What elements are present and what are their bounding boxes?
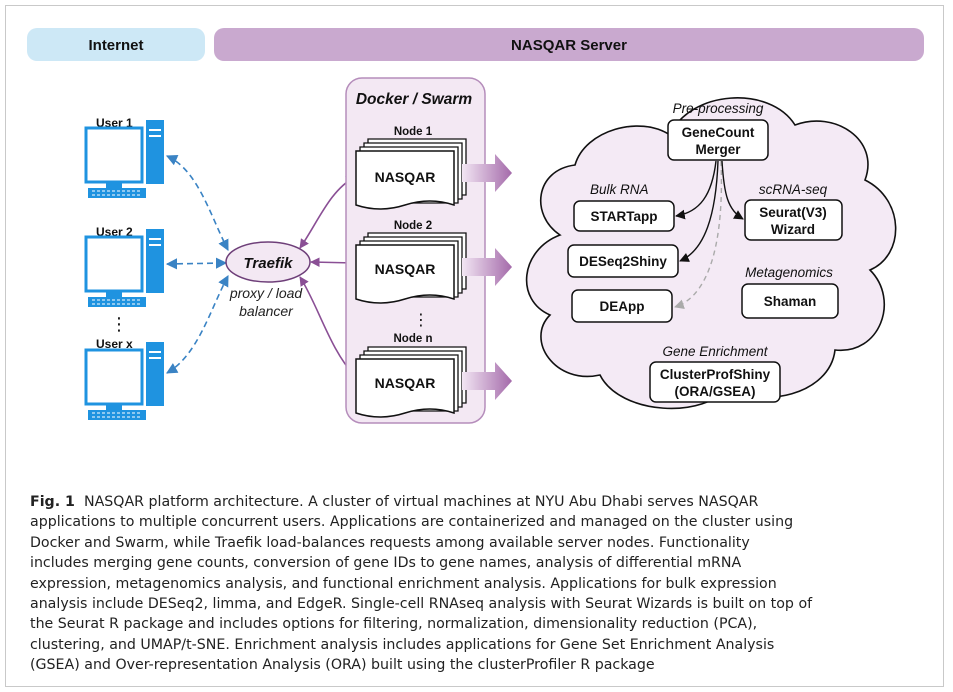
deapp-label: DEApp [600, 299, 645, 314]
deseq2shiny-label: DESeq2Shiny [579, 254, 667, 269]
caption-line: analysis include DESeq2, limma, and Edge… [30, 596, 813, 613]
caption-line: clustering, and UMAP/t-SNE. Enrichment a… [30, 636, 775, 653]
user-x-computer-icon [84, 340, 166, 422]
caption-line: includes merging gene counts, conversion… [30, 555, 742, 572]
startapp-box [573, 200, 675, 232]
application-cloud [525, 97, 897, 410]
merger-to-startapp-arrow [675, 160, 717, 220]
clusterprofshiny-line1: ClusterProfShiny [660, 367, 771, 382]
caption-line: Fig. 1 NASQAR platform architecture. A c… [30, 494, 758, 510]
startapp-label: STARTapp [591, 209, 658, 224]
scrnaseq-label: scRNA-seq [759, 182, 828, 197]
merger-to-deseq2shiny-arrow [679, 160, 719, 262]
server-label: NASQAR Server [511, 37, 627, 54]
caption-line: (GSEA) and Over-representation Analysis … [30, 657, 655, 674]
clusterprofshiny-line2: (ORA/GSEA) [675, 384, 756, 399]
user-x-link [166, 275, 229, 374]
shaman-box [741, 283, 839, 319]
traefik-caption-line1: proxy / load [229, 285, 304, 301]
gene-enrichment-label: Gene Enrichment [662, 344, 768, 359]
caption-line: applications to multiple concurrent user… [30, 514, 794, 531]
genecount-merger-line1: GeneCount [682, 125, 755, 140]
caption-line: the Seurat R package and includes option… [30, 616, 758, 633]
architecture-diagram: Internet NASQAR Server User 1 User 2 ⋮ U… [27, 28, 924, 424]
node-1-output-arrow [462, 154, 512, 192]
node-n-label: Node n [394, 333, 433, 345]
traefik-label: Traefik [244, 255, 294, 272]
node-n-output-arrow [462, 362, 512, 400]
traefik-caption-line2: balancer [239, 303, 294, 319]
merger-to-seurat-arrow [721, 160, 744, 220]
user-2-link [165, 257, 228, 270]
internet-bar [27, 28, 205, 61]
traefik-node [225, 241, 311, 283]
figure-caption: Fig. 1 NASQAR platform architecture. A c… [30, 492, 920, 676]
user-1-computer-icon [84, 118, 166, 200]
metagenomics-label: Metagenomics [745, 265, 833, 280]
user-1-link [165, 155, 229, 251]
node-2-app: NASQAR [375, 261, 436, 277]
shaman-label: Shaman [764, 294, 817, 309]
node-2-output-arrow [462, 248, 512, 286]
preprocessing-label: Pre-processing [673, 101, 764, 116]
genecount-merger-line2: Merger [695, 142, 741, 157]
internet-label: Internet [88, 37, 143, 54]
deapp-box [571, 289, 673, 323]
docker-swarm-title: Docker / Swarm [356, 91, 473, 108]
server-bar [214, 28, 924, 61]
node-1-label: Node 1 [394, 126, 433, 138]
node-2-label: Node 2 [394, 220, 432, 232]
seurat-wizard-line2: Wizard [771, 222, 815, 237]
users-ellipsis: ⋮ [110, 314, 128, 335]
clusterprofshiny-box [649, 361, 781, 403]
bulk-rna-label: Bulk RNA [590, 182, 649, 197]
node-1-app: NASQAR [375, 169, 436, 185]
genecount-merger-box [667, 119, 769, 161]
seurat-wizard-box [744, 199, 843, 241]
merger-to-deapp-arrow [674, 160, 723, 309]
deseq2shiny-box [567, 244, 679, 278]
nodes-ellipsis: ⋮ [413, 310, 429, 329]
caption-line: expression, metagenomics analysis, and f… [30, 575, 777, 592]
user-x-label: User x [96, 337, 133, 351]
user-2-computer-icon [84, 227, 166, 309]
figure-number: Fig. 1 [30, 494, 75, 510]
caption-line: Docker and Swarm, while Traefik load-bal… [30, 534, 750, 551]
seurat-wizard-line1: Seurat(V3) [759, 205, 827, 220]
caption-line-text: NASQAR platform architecture. A cluster … [83, 494, 759, 510]
node-n-app: NASQAR [375, 375, 436, 391]
